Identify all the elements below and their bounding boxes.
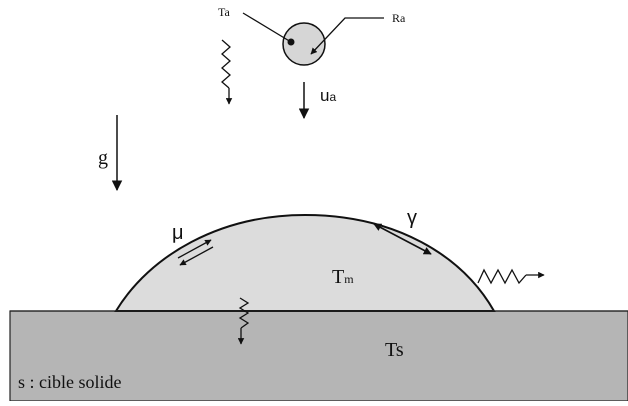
caption-solid-target: s : cible solide xyxy=(18,372,121,392)
zigzag-arrow-icon xyxy=(222,40,230,104)
label-ua: ua xyxy=(320,86,336,105)
label-ts: Ts xyxy=(385,339,404,361)
label-ra: Ra xyxy=(392,11,406,25)
label-ta: Ta xyxy=(218,5,230,19)
label-g: g xyxy=(98,147,108,169)
label-mu: μ xyxy=(172,222,184,244)
zigzag-arrow-icon xyxy=(478,270,544,283)
label-gamma: γ xyxy=(407,207,417,229)
ta-leader-line xyxy=(243,13,291,42)
